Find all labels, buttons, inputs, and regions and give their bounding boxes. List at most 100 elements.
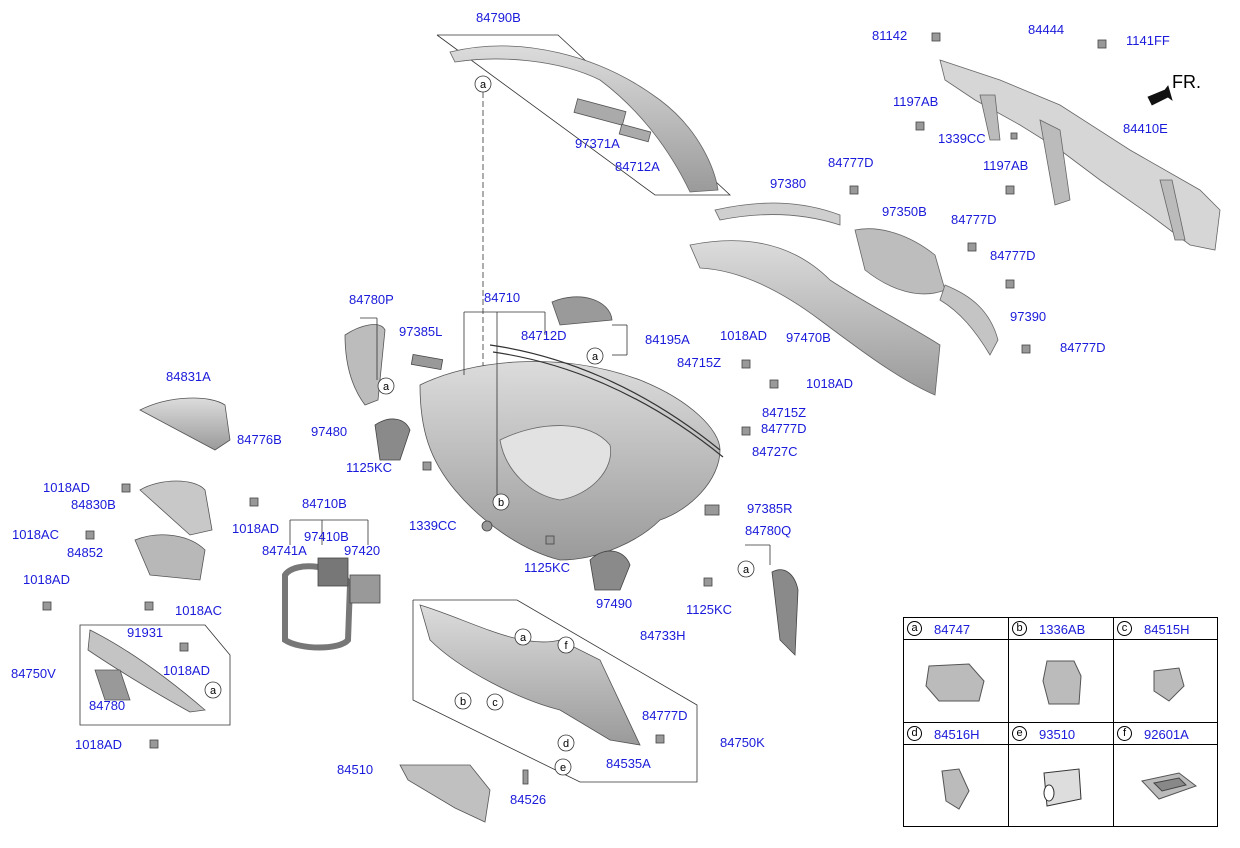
- label-97490: 97490: [596, 596, 633, 611]
- label-84777d: 84777D: [642, 708, 688, 723]
- shroud-84830b: [139, 480, 213, 536]
- callout-a: a: [592, 351, 599, 363]
- label-84727c: 84727C: [752, 444, 798, 459]
- group-box-84750v: [79, 624, 231, 726]
- label-84535a: 84535A: [606, 756, 651, 771]
- label-97480: 97480: [311, 424, 348, 439]
- clip-84516h-icon: [941, 768, 970, 810]
- lamp-92601a-icon: [1141, 772, 1198, 800]
- legend-code: 84515H: [1144, 622, 1190, 637]
- label-84444: 84444: [1028, 22, 1065, 37]
- label-1339cc: 1339CC: [938, 131, 986, 146]
- label-84780: 84780: [89, 698, 126, 713]
- label-84777d: 84777D: [990, 248, 1036, 263]
- callout-a: a: [210, 685, 217, 697]
- legend-letter: c: [1117, 621, 1132, 636]
- legend-letter: f: [1117, 726, 1132, 741]
- label-97350b: 97350B: [882, 204, 927, 219]
- callout-d: d: [563, 738, 569, 750]
- label-97470b: 97470B: [786, 330, 831, 345]
- label-84510: 84510: [337, 762, 374, 777]
- label-1018ac: 1018AC: [12, 527, 59, 542]
- label-97385l: 97385L: [399, 324, 443, 339]
- label-84712a: 84712A: [615, 159, 660, 174]
- vent-97410b: [317, 557, 349, 587]
- switch-93510-icon: [1043, 768, 1082, 807]
- vent-97420: [349, 574, 381, 604]
- label-84195a: 84195A: [645, 332, 690, 347]
- label-97410b: 97410B: [304, 529, 349, 544]
- label-97380: 97380: [770, 176, 807, 191]
- label-84750k: 84750K: [720, 735, 765, 750]
- vent-97490: [589, 550, 631, 591]
- cover-84831a: [139, 397, 231, 451]
- frame-84741a: [282, 563, 354, 651]
- label-97371a: 97371A: [575, 136, 620, 151]
- legend-code: 84747: [934, 622, 971, 637]
- legend-cell-e: e 93510: [1009, 723, 1114, 826]
- label-84715z: 84715Z: [677, 355, 722, 370]
- callout-b: b: [460, 696, 466, 708]
- legend-code: 92601A: [1144, 727, 1189, 742]
- label-1339cc: 1339CC: [409, 518, 457, 533]
- glove-box-84510: [399, 764, 491, 823]
- duct-97350b: [854, 228, 946, 295]
- label-84710b: 84710B: [302, 496, 347, 511]
- label-1197ab: 1197AB: [983, 158, 1029, 173]
- legend-letter: e: [1012, 726, 1027, 741]
- legend-cell-f: f 92601A: [1114, 723, 1217, 826]
- clip-84515h-icon: [1153, 667, 1185, 702]
- label-1141ff: 1141FF: [1126, 33, 1170, 48]
- group-box-84790b: [436, 34, 732, 196]
- label-84526: 84526: [510, 792, 547, 807]
- cover-84712a: [618, 123, 652, 143]
- label-84410e: 84410E: [1123, 121, 1168, 136]
- duct-97470b: [689, 240, 941, 396]
- label-84852: 84852: [67, 545, 104, 560]
- label-1125kc: 1125KC: [346, 460, 393, 475]
- cover-84780: [94, 669, 131, 701]
- label-1018ad: 1018AD: [75, 737, 122, 752]
- callout-a: a: [383, 381, 390, 393]
- label-81142: 81142: [872, 28, 908, 43]
- label-84733h: 84733H: [640, 628, 686, 643]
- label-84777d: 84777D: [1060, 340, 1106, 355]
- label-84780p: 84780P: [349, 292, 394, 307]
- direction-label: FR.: [1172, 72, 1201, 92]
- label-1018ad: 1018AD: [232, 521, 279, 536]
- legend-cell-c: c 84515H: [1114, 618, 1217, 723]
- group-box-84750k: [412, 599, 698, 783]
- crash-pad-upper-trim: [449, 45, 719, 193]
- legend-cell-b: b 1336AB: [1009, 618, 1114, 723]
- panel-84852: [134, 534, 206, 581]
- legend-code: 93510: [1039, 727, 1076, 742]
- legend-letter: b: [1012, 621, 1027, 636]
- label-84741a: 84741A: [262, 543, 307, 558]
- label-97420: 97420: [344, 543, 381, 558]
- clip-1336ab-icon: [1042, 660, 1082, 705]
- label-1018ad: 1018AD: [23, 572, 70, 587]
- label-1018ad: 1018AD: [720, 328, 767, 343]
- label-97385r: 97385R: [747, 501, 793, 516]
- label-84831a: 84831A: [166, 369, 211, 384]
- label-84780q: 84780Q: [745, 523, 792, 538]
- callout-c: c: [492, 697, 498, 709]
- side-cover-84780p: [344, 324, 386, 406]
- legend-code: 1336AB: [1039, 622, 1086, 637]
- legend-code: 84516H: [934, 727, 980, 742]
- clip-84747-icon: [925, 663, 985, 702]
- label-1018ad: 1018AD: [806, 376, 853, 391]
- label-84776b: 84776B: [237, 432, 282, 447]
- grille-97385r: [704, 504, 720, 516]
- lower-panel-84750k: [419, 604, 641, 746]
- callout-a: a: [743, 564, 750, 576]
- label-1197ab: 1197AB: [893, 94, 939, 109]
- vent-grille-97371a: [573, 98, 627, 126]
- label-1018ac: 1018AC: [175, 603, 222, 618]
- callout-f: f: [564, 640, 568, 652]
- label-84710: 84710: [484, 290, 521, 305]
